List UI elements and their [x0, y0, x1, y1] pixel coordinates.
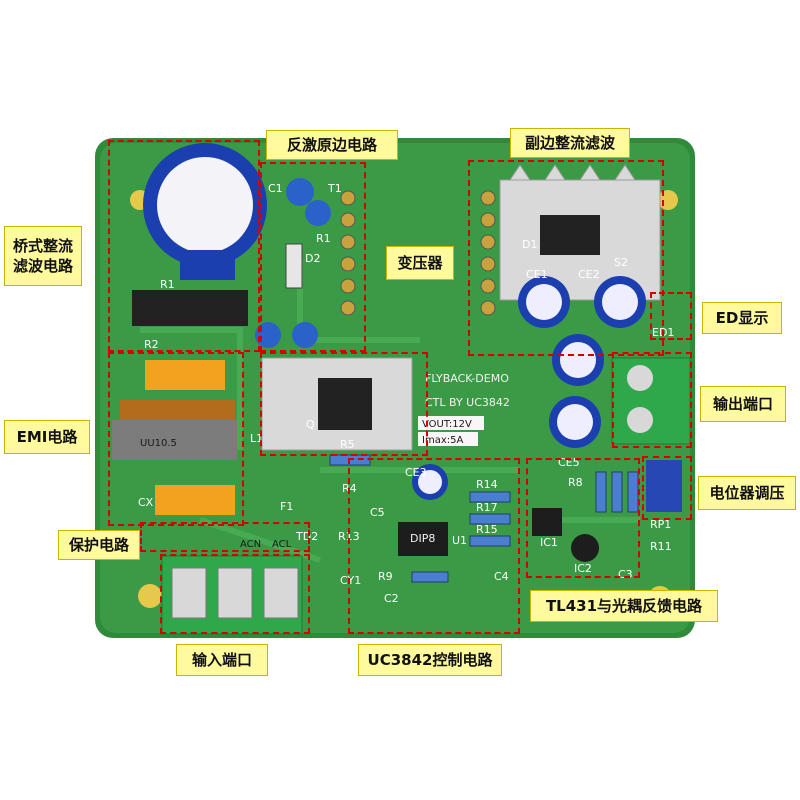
des-ce2: CE2: [578, 268, 600, 281]
des-c4: C4: [494, 570, 509, 583]
des-cy1: CY1: [340, 574, 361, 587]
region-protection: [140, 522, 310, 552]
label-uc3842-control: UC3842控制电路: [358, 644, 502, 676]
silk-title-1: FLYBACK-DEMO: [425, 372, 509, 385]
des-q: Q: [306, 418, 315, 431]
des-r5: R5: [340, 438, 355, 451]
label-feedback: TL431与光耦反馈电路: [530, 590, 718, 622]
des-rp1: RP1: [650, 518, 671, 531]
bulk-capacitor: [143, 143, 267, 280]
des-r1b: R1: [160, 278, 175, 291]
silk-imax: Imax:5A: [422, 435, 463, 446]
des-u1: U1: [452, 534, 467, 547]
label-protection: 保护电路: [58, 530, 140, 560]
des-ce3: CE3: [405, 466, 427, 479]
region-output: [612, 352, 692, 448]
region-uc3842: [348, 458, 520, 634]
label-output-port: 输出端口: [700, 386, 786, 422]
des-f1: F1: [280, 500, 293, 513]
label-secondary-filter: 副边整流滤波: [510, 128, 630, 158]
label-transformer: 变压器: [386, 246, 454, 280]
des-r2: R2: [144, 338, 159, 351]
region-input: [160, 554, 310, 634]
des-ic1: IC1: [540, 536, 558, 549]
des-d1: D1: [522, 238, 537, 251]
des-r14: R14: [476, 478, 498, 491]
des-r15: R15: [476, 523, 498, 536]
des-ce1: CE1: [526, 268, 548, 281]
region-flyback-primary: [260, 162, 366, 352]
silk-vout: VOUT:12V: [422, 419, 472, 430]
silk-acn: ACN: [240, 539, 261, 550]
des-r1: R1: [316, 232, 331, 245]
label-led-display: ED显示: [702, 302, 782, 334]
des-td2: TD2: [295, 530, 318, 543]
region-emi: [108, 352, 244, 526]
label-emi: EMI电路: [4, 420, 90, 454]
silk-acl: ACL: [272, 539, 292, 550]
des-ic2: IC2: [574, 562, 592, 575]
des-r9: R9: [378, 570, 393, 583]
label-flyback-primary: 反激原边电路: [266, 130, 398, 160]
label-input-port: 输入端口: [176, 644, 268, 676]
des-c1: C1: [268, 182, 283, 195]
region-led: [650, 292, 692, 340]
des-c2: C2: [384, 592, 399, 605]
des-l1: L1: [250, 432, 263, 445]
silk-inductor: UU10.5: [140, 438, 177, 449]
label-potentiometer: 电位器调压: [698, 476, 796, 510]
des-r11: R11: [650, 540, 672, 553]
silk-title-2: CTL BY UC3842: [425, 396, 510, 409]
region-potentiometer: [642, 456, 692, 520]
des-cx: CX: [138, 496, 154, 509]
region-feedback: [526, 458, 640, 578]
des-t1: T1: [327, 182, 342, 195]
des-s2: S2: [614, 256, 628, 269]
des-c5: C5: [370, 506, 385, 519]
region-bridge-rectifier: [108, 140, 260, 352]
des-r8: R8: [568, 476, 583, 489]
silk-ic: DIP8: [410, 532, 435, 545]
des-d2: D2: [305, 252, 320, 265]
label-bridge-rectifier: 桥式整流滤波电路: [4, 226, 82, 286]
des-r17: R17: [476, 501, 498, 514]
region-flyback-switch: [260, 352, 428, 456]
region-secondary-filter: [468, 160, 664, 356]
